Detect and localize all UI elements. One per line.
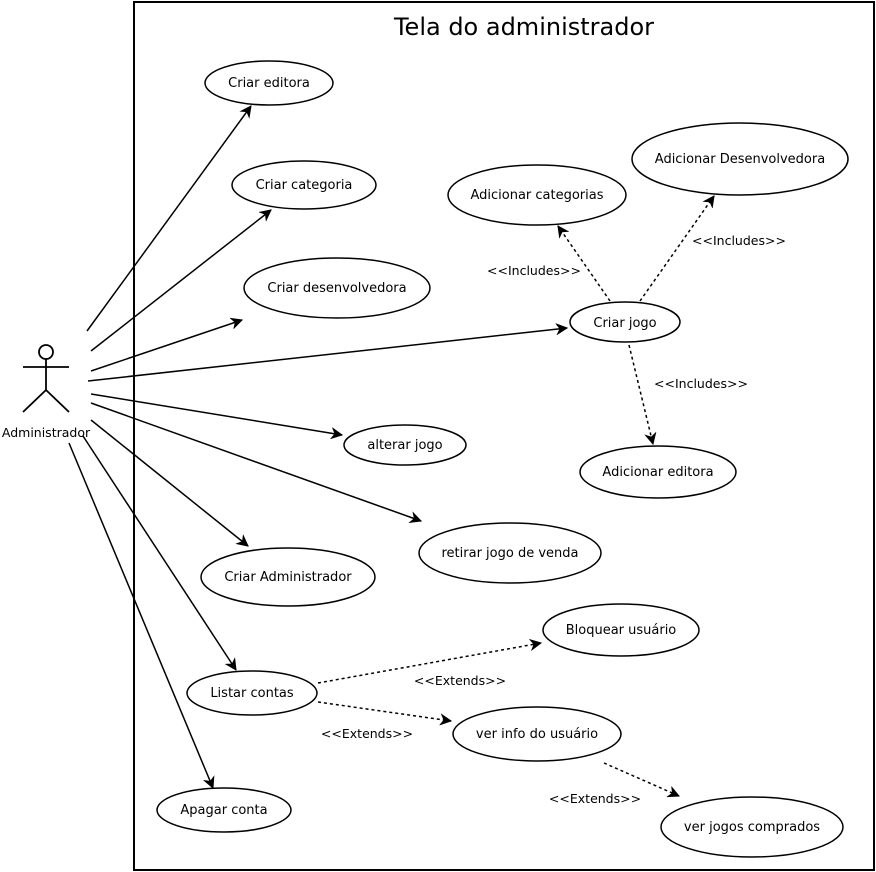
assoc-listar-contas	[82, 435, 237, 670]
extends-label-jogos-comprados: <<Extends>>	[549, 791, 641, 806]
assoc-alterar-jogo	[90, 393, 342, 435]
use-case-criar-categoria[interactable]: Criar categoria	[231, 160, 377, 210]
includes-label-desenvolvedora: <<Includes>>	[692, 233, 786, 248]
use-case-criar-desenvolvedora[interactable]: Criar desenvolvedora	[243, 257, 431, 319]
use-case-label: Bloquear usuário	[566, 623, 677, 638]
assoc-retirar-jogo	[90, 402, 421, 521]
use-case-criar-editora[interactable]: Criar editora	[204, 60, 334, 106]
include-desenvolvedora-line	[639, 196, 714, 302]
use-case-label: Adicionar categorias	[470, 188, 603, 203]
use-case-label: alterar jogo	[367, 438, 442, 453]
use-case-label: Apagar conta	[180, 803, 267, 818]
use-case-label: Adicionar editora	[602, 465, 713, 480]
use-case-label: retirar jogo de venda	[442, 546, 579, 561]
use-case-adicionar-editora[interactable]: Adicionar editora	[579, 445, 737, 499]
include-editora-line	[628, 344, 653, 444]
includes-label-categorias: <<Includes>>	[487, 263, 581, 278]
use-case-listar-contas[interactable]: Listar contas	[186, 670, 318, 716]
assoc-criar-editora	[86, 106, 251, 332]
use-case-apagar-conta[interactable]: Apagar conta	[156, 787, 292, 833]
system-title: Tela do administrador	[393, 13, 654, 41]
use-case-retirar-jogo[interactable]: retirar jogo de venda	[418, 522, 602, 584]
use-case-label: Listar contas	[210, 686, 294, 701]
dependencies: <<Includes>> <<Includes>> <<Includes>> <…	[317, 196, 786, 806]
use-case-label: ver info do usuário	[476, 727, 598, 742]
use-case-alterar-jogo[interactable]: alterar jogo	[343, 424, 467, 466]
use-case-bloquear-usuario[interactable]: Bloquear usuário	[542, 603, 700, 657]
use-case-label: Criar categoria	[256, 178, 353, 193]
use-case-criar-administrador[interactable]: Criar Administrador	[200, 547, 376, 607]
actor-associations	[68, 106, 567, 788]
actor-administrador[interactable]: Administrador	[2, 344, 91, 440]
stick-figure-icon	[22, 344, 70, 413]
extend-bloquear-line	[317, 643, 541, 684]
extends-label-bloquear: <<Extends>>	[414, 673, 506, 688]
assoc-criar-desenvolvedora	[90, 320, 242, 372]
use-case-criar-jogo[interactable]: Criar jogo	[569, 301, 681, 343]
use-case-ver-jogos-comprados[interactable]: ver jogos comprados	[660, 796, 844, 858]
assoc-criar-admin	[90, 419, 248, 546]
use-case-label: Criar desenvolvedora	[267, 281, 406, 296]
assoc-criar-categoria	[90, 210, 271, 352]
use-case-label: Criar Administrador	[224, 570, 352, 585]
extends-label-ver-info: <<Extends>>	[321, 726, 413, 741]
use-case-label: Criar jogo	[593, 316, 656, 331]
system-boundary	[133, 1, 875, 871]
assoc-criar-jogo	[87, 328, 567, 382]
use-case-ver-info-usuario[interactable]: ver info do usuário	[452, 706, 622, 762]
use-case-adicionar-desenvolvedora[interactable]: Adicionar Desenvolvedora	[631, 122, 849, 196]
assoc-apagar-conta	[68, 442, 213, 788]
use-case-label: Adicionar Desenvolvedora	[655, 152, 825, 167]
extend-ver-info-line	[317, 701, 451, 721]
use-case-label: Criar editora	[228, 76, 310, 91]
includes-label-editora: <<Includes>>	[654, 376, 748, 391]
use-case-label: ver jogos comprados	[684, 820, 820, 835]
extend-jogos-comprados-line	[603, 762, 679, 796]
actor-label: Administrador	[2, 425, 91, 440]
use-case-adicionar-categorias[interactable]: Adicionar categorias	[447, 164, 627, 226]
